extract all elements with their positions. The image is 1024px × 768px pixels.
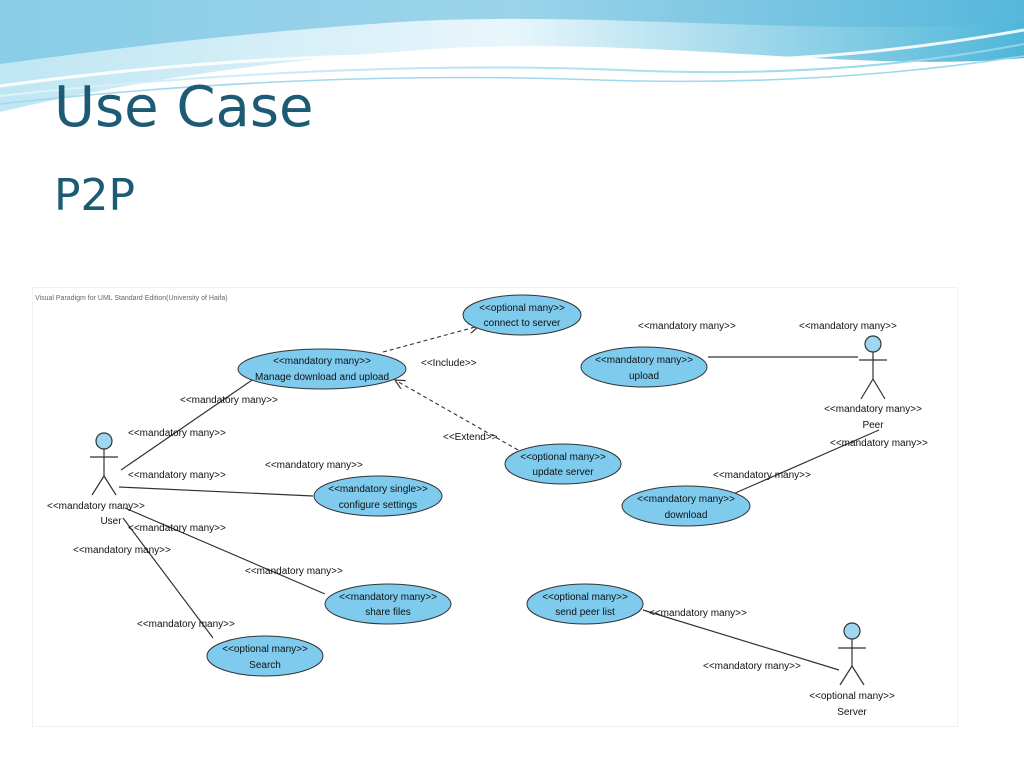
use-case-download: <<mandatory many>> download [621,485,751,527]
use-case-sendpeer-label: send peer list [555,607,615,618]
use-case-configure-label: configure settings [339,500,417,511]
include-arrow [382,326,479,353]
assoc-server-sendpeer [642,609,840,671]
association-label: <<mandatory many>> [137,619,235,630]
slide-title: Use Case [54,75,314,140]
association-label: <<mandatory many>> [713,470,811,481]
extend-label: <<Extend>> [443,432,498,443]
actor-user-label: User [100,516,122,527]
association-label: <<mandatory many>> [703,661,801,672]
association-label: <<mandatory many>> [180,395,278,406]
actor-peer [859,335,887,400]
actor-server-head-icon [843,622,861,640]
association-label: <<mandatory many>> [73,545,171,556]
association-label: <<mandatory many>> [649,608,747,619]
extend-arrow [395,380,519,451]
association-label: <<mandatory many>> [128,470,226,481]
association-label: <<mandatory many>> [638,321,736,332]
use-case-update-label: update server [532,467,594,478]
use-case-diagram: Visual Paradigm for UML Standard Edition… [32,287,958,727]
diagram-watermark: Visual Paradigm for UML Standard Edition… [35,295,228,302]
use-case-download-label: download [665,510,708,521]
use-case-search-label: Search [249,660,281,671]
use-case-upload-label: upload [629,371,659,382]
use-case-update-stereotype: <<optional many>> [520,452,606,463]
actor-user [90,432,118,496]
include-label: <<Include>> [421,358,477,369]
use-case-share: <<mandatory many>> share files [324,583,452,625]
use-case-connect-label: connect to server [484,318,561,329]
use-case-search: <<optional many>> Search [206,635,324,677]
use-case-manage-label: Manage download and upload [255,372,389,383]
assoc-user-search [122,517,214,639]
association-label: <<mandatory many>> [830,438,928,449]
use-case-manage: <<mandatory many>> Manage download and u… [237,348,407,390]
assoc-user-manage [120,375,259,471]
use-case-upload-stereotype: <<mandatory many>> [595,355,693,366]
actor-server-multiplicity: <<optional many>> [809,691,895,702]
use-case-sendpeer: <<optional many>> send peer list [526,583,644,625]
actor-peer-multiplicity: <<mandatory many>> [824,404,922,415]
slide-subtitle: P2P [54,170,136,221]
use-case-configure-stereotype: <<mandatory single>> [328,484,428,495]
association-label: <<mandatory many>> [128,523,226,534]
diagram-canvas: Visual Paradigm for UML Standard Edition… [35,294,928,718]
association-label: <<mandatory many>> [799,321,897,332]
association-label: <<mandatory many>> [245,566,343,577]
actor-user-head-icon [95,432,113,450]
use-case-search-stereotype: <<optional many>> [222,644,308,655]
use-case-sendpeer-stereotype: <<optional many>> [542,592,628,603]
use-case-update: <<optional many>> update server [504,443,622,485]
use-case-configure: <<mandatory single>> configure settings [313,475,443,517]
actor-peer-head-icon [864,335,882,353]
dependency-lines [382,326,519,451]
use-case-share-label: share files [365,607,411,618]
use-case-share-stereotype: <<mandatory many>> [339,592,437,603]
actor-server [838,622,866,686]
assoc-user-configure [118,486,314,497]
use-case-download-stereotype: <<mandatory many>> [637,494,735,505]
actor-peer-label: Peer [862,420,884,431]
use-case-connect: <<optional many>> connect to server [462,294,582,336]
assoc-peer-download [732,429,880,495]
association-lines [118,356,880,671]
use-case-upload: <<mandatory many>> upload [580,346,708,388]
assoc-user-share [124,507,326,595]
association-label: <<mandatory many>> [265,460,363,471]
use-case-manage-stereotype: <<mandatory many>> [273,356,371,367]
actor-user-multiplicity: <<mandatory many>> [47,501,145,512]
actor-server-label: Server [837,707,867,718]
association-label-group: <<mandatory many>> <<mandatory many>> <<… [73,321,928,672]
use-case-connect-stereotype: <<optional many>> [479,303,565,314]
association-label: <<mandatory many>> [128,428,226,439]
